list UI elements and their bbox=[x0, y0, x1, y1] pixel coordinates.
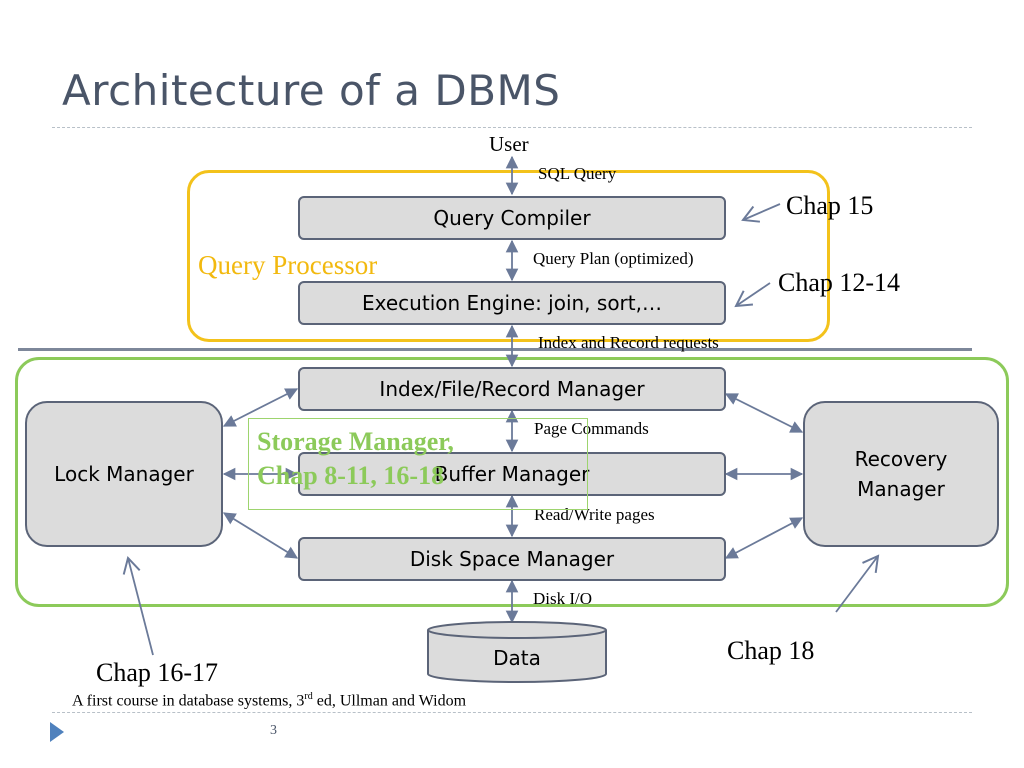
flow-label-query-plan: Query Plan (optimized) bbox=[533, 249, 694, 268]
storage-manager-label-line2: Chap 8-11, 16-18 bbox=[257, 460, 445, 490]
query-compiler-box: Query Compiler bbox=[298, 196, 726, 240]
slide-title: Architecture of a DBMS bbox=[62, 66, 561, 115]
title-underline bbox=[52, 127, 972, 128]
flow-label-disk-io: Disk I/O bbox=[533, 589, 593, 608]
disk-space-manager-box: Disk Space Manager bbox=[298, 537, 726, 581]
page-number: 3 bbox=[270, 723, 277, 738]
chap-ref-execution-engine: Chap 12-14 bbox=[778, 268, 901, 297]
user-label: User bbox=[489, 132, 529, 156]
storage-manager-label: Storage Manager, Chap 8-11, 16-18 bbox=[248, 418, 588, 510]
data-label: Data bbox=[493, 646, 541, 670]
buffer-manager-box: Buffer Manager bbox=[298, 452, 726, 496]
flow-label-page-commands: Page Commands bbox=[534, 419, 649, 438]
chap-ref-query-compiler: Chap 15 bbox=[786, 191, 874, 220]
execution-engine-box: Execution Engine: join, sort,… bbox=[298, 281, 726, 325]
footnote-suffix: ed, Ullman and Widom bbox=[312, 692, 467, 710]
footer-rule bbox=[52, 712, 972, 713]
index-file-record-manager-box: Index/File/Record Manager bbox=[298, 367, 726, 411]
layer-divider bbox=[18, 348, 972, 351]
footnote-superscript: rd bbox=[304, 691, 313, 702]
recovery-manager-line1: Recovery bbox=[854, 447, 948, 471]
storage-manager-label-line1: Storage Manager, bbox=[257, 427, 454, 456]
slide-bullet-icon bbox=[50, 722, 64, 742]
query-processor-label: Query Processor bbox=[198, 250, 378, 280]
footnote-prefix: A first course in database systems, 3 bbox=[72, 692, 305, 710]
footnote-citation: A first course in database systems, 3rd … bbox=[72, 691, 466, 710]
chap-ref-recovery-manager: Chap 18 bbox=[727, 636, 815, 665]
flow-label-index-record: Index and Record requests bbox=[538, 333, 719, 352]
flow-label-sql-query: SQL Query bbox=[538, 164, 617, 183]
lock-manager-box: Lock Manager bbox=[25, 401, 223, 547]
recovery-manager-line2: Manager bbox=[857, 477, 945, 501]
recovery-manager-box: Recovery Manager bbox=[803, 401, 999, 547]
chap-ref-lock-manager: Chap 16-17 bbox=[96, 658, 219, 687]
